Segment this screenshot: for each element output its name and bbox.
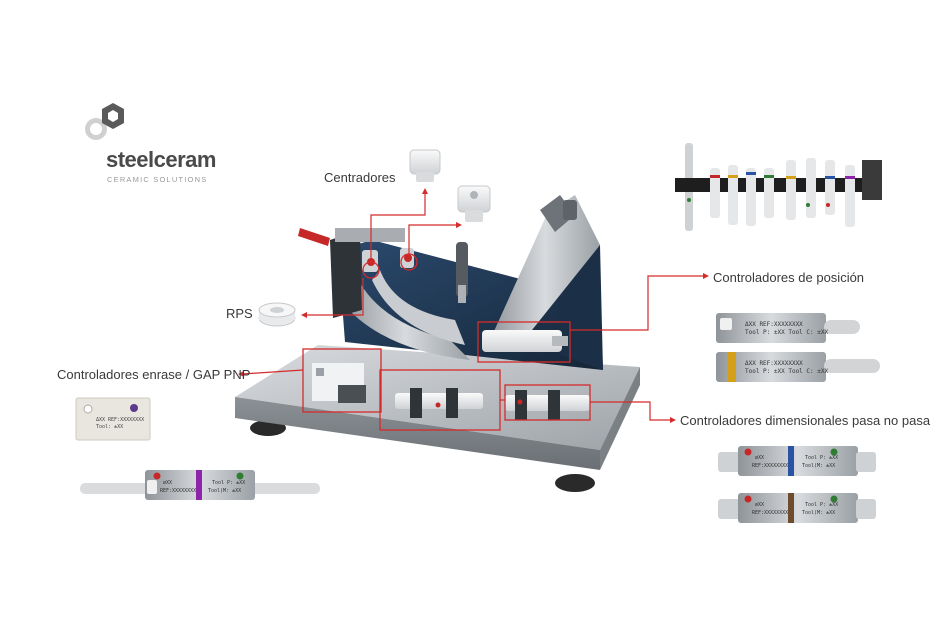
centrador-part-1 bbox=[409, 149, 441, 182]
gap-ref: ΔXX REF:XXXXXXXX bbox=[96, 417, 145, 423]
callout-centradores: Centradores bbox=[324, 170, 396, 185]
controller-rack bbox=[675, 143, 882, 231]
dim1-right-m: Tool(M: ±XX bbox=[802, 463, 836, 469]
position-controller-1 bbox=[716, 313, 860, 343]
dim2-right-p: Tool P: ±XX bbox=[805, 502, 839, 508]
brand-name: steelceram bbox=[106, 147, 216, 172]
brand-tagline: CERAMIC SOLUTIONS bbox=[107, 175, 208, 184]
dim2-left-dia: øXX bbox=[755, 502, 765, 508]
pin-right-p: Tool P: ±XX bbox=[212, 480, 246, 486]
logo-hexagon-icon bbox=[85, 103, 124, 140]
gap-tol: Tool: ±XX bbox=[96, 424, 124, 430]
dim1-right-p: Tool P: ±XX bbox=[805, 455, 839, 461]
pos1-tol: Tool P: ±XX Tool C: ±XX bbox=[745, 329, 829, 336]
dim2-right-m: Tool(M: ±XX bbox=[802, 510, 836, 516]
callout-controladores-dimensionales: Controladores dimensionales pasa no pasa bbox=[680, 413, 931, 428]
dim2-left-ref: REF:XXXXXXXX bbox=[752, 510, 789, 516]
pin-left-dia: øXX bbox=[163, 480, 173, 486]
pin-gauge bbox=[80, 470, 320, 500]
dim1-left-dia: øXX bbox=[755, 455, 765, 461]
pin-left-ref: REF:XXXXXXXX bbox=[160, 488, 197, 494]
centrador-part-2 bbox=[457, 185, 491, 222]
dimensional-controller-1 bbox=[718, 446, 876, 476]
pos1-ref: ΔXX REF:XXXXXXXX bbox=[745, 321, 803, 328]
pos2-ref: ΔXX REF:XXXXXXXX bbox=[745, 360, 803, 367]
callout-controladores-posicion: Controladores de posición bbox=[713, 270, 865, 285]
dim1-left-ref: REF:XXXXXXXX bbox=[752, 463, 789, 469]
position-controller-2 bbox=[716, 352, 880, 382]
rps-ring bbox=[258, 302, 296, 327]
pin-right-m: Tool(M: ±XX bbox=[208, 488, 242, 494]
callout-rps: RPS bbox=[226, 306, 253, 321]
dimensional-controller-2 bbox=[718, 493, 876, 523]
gap-pnp-block bbox=[75, 397, 151, 441]
callout-controladores-enrase: Controladores enrase / GAP PNP bbox=[57, 367, 251, 382]
pos2-tol: Tool P: ±XX Tool C: ±XX bbox=[745, 368, 829, 375]
